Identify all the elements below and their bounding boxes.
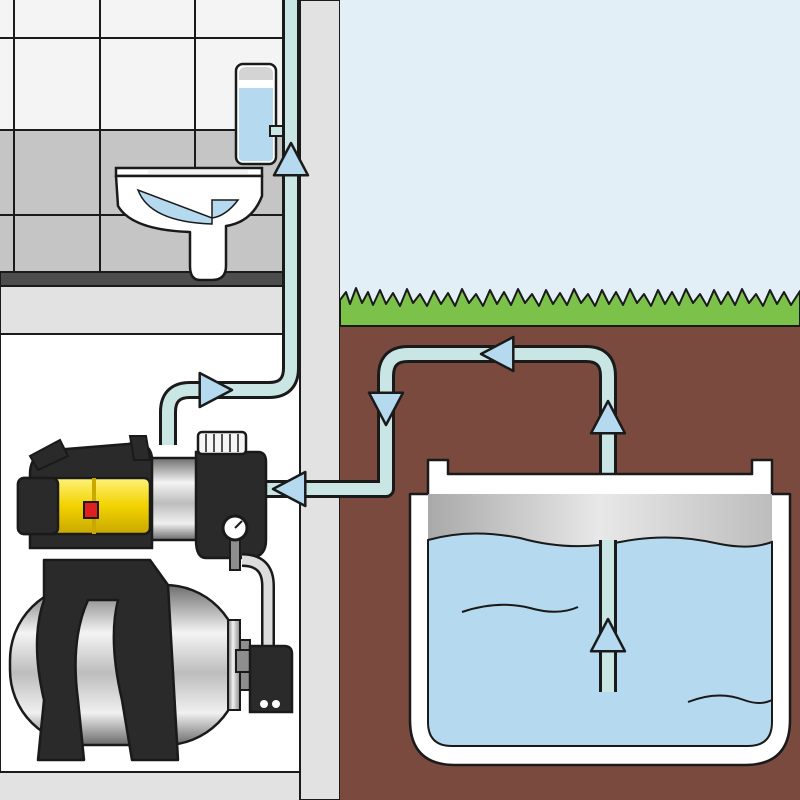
pressure-switch [235, 644, 294, 714]
flow-arrows [198, 141, 627, 653]
flow-arrow-left-inlet [271, 470, 307, 508]
flow-arrow-up-tank-lower [589, 617, 627, 653]
pressure-hose [241, 553, 275, 660]
toilet-icon [114, 125, 291, 282]
flow-arrow-right-riser [198, 371, 234, 409]
exterior-wall [299, 0, 341, 800]
cistern-icon [234, 62, 278, 166]
grass-icon [339, 287, 800, 327]
pump-stand [35, 558, 180, 762]
flow-arrow-up-tank-upper [589, 399, 627, 435]
flow-arrow-left-top [479, 335, 515, 373]
floor-slab [0, 285, 301, 335]
pipe-suction-line [262, 345, 617, 692]
sky [340, 0, 800, 310]
pump-icon [16, 430, 268, 560]
flow-arrow-down-suction [367, 391, 405, 427]
gauge-icon [221, 514, 249, 571]
flow-arrow-up-riser [272, 141, 310, 177]
indicator-red [83, 501, 99, 519]
